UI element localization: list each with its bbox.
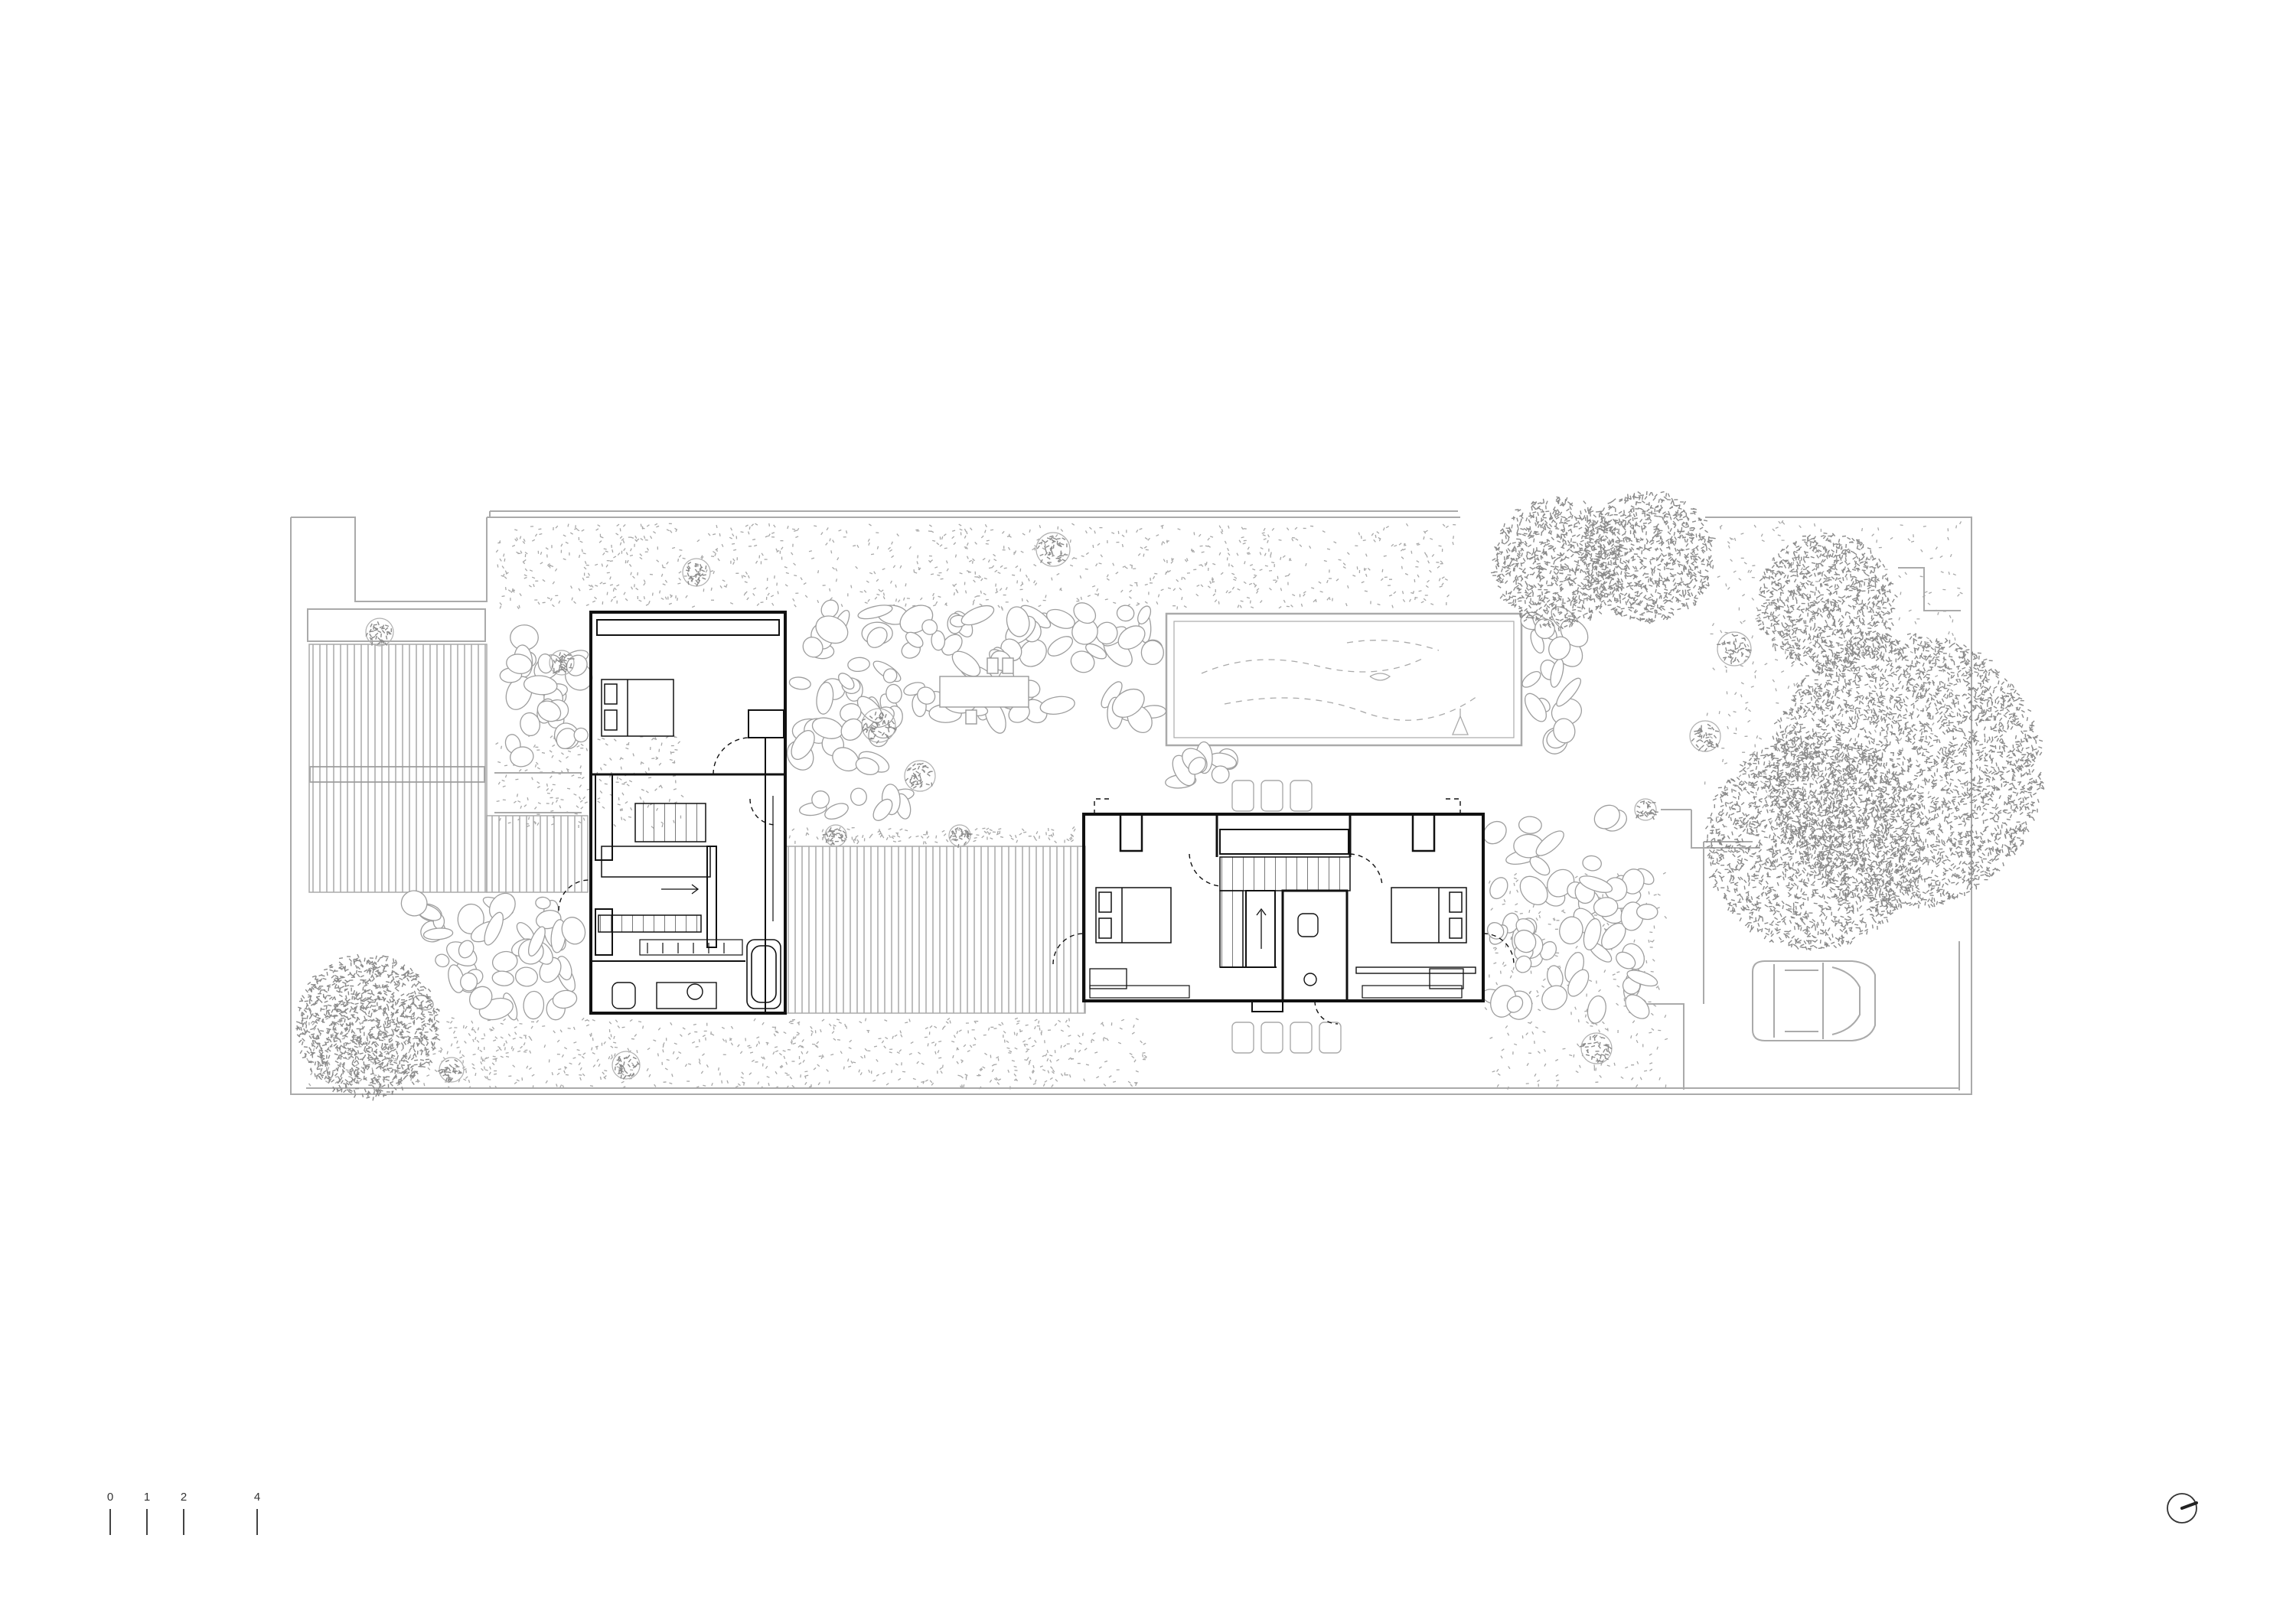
- toilet-icon: [1297, 913, 1319, 986]
- east-pavilion: [1052, 798, 1515, 1025]
- car-icon: [1752, 960, 1876, 1041]
- stepping-stones: [1231, 780, 1342, 1054]
- scale-tick-1: [146, 1509, 148, 1535]
- stair-icon: [1219, 856, 1351, 968]
- timber-deck-west: [308, 644, 589, 893]
- timber-deck-central: [784, 846, 1086, 1014]
- toilet-icon: [612, 982, 717, 1009]
- scale-label-2: 2: [180, 1491, 188, 1504]
- pool-icon: [1165, 612, 1523, 747]
- scale-tick-4: [256, 1509, 258, 1535]
- north-arrow-icon: [2167, 1493, 2198, 1524]
- bed-icon: [1391, 887, 1467, 943]
- site-boundary: [290, 510, 1972, 1095]
- stair-icon: [598, 803, 717, 948]
- tree-canopy-icon: [295, 490, 2045, 1101]
- scale-label-4: 4: [253, 1491, 261, 1504]
- west-pavilion: [558, 611, 787, 1015]
- bathtub-icon: [746, 939, 781, 1009]
- bed-icon: [1095, 887, 1172, 943]
- scale-label-0: 0: [106, 1491, 114, 1504]
- dining-table-icon: [939, 657, 1029, 725]
- bed-icon: [601, 679, 674, 737]
- garden-vegetation: [306, 520, 1965, 1090]
- scale-tick-0: [109, 1509, 111, 1535]
- scale-tick-2: [183, 1509, 184, 1535]
- scale-label-1: 1: [143, 1491, 151, 1504]
